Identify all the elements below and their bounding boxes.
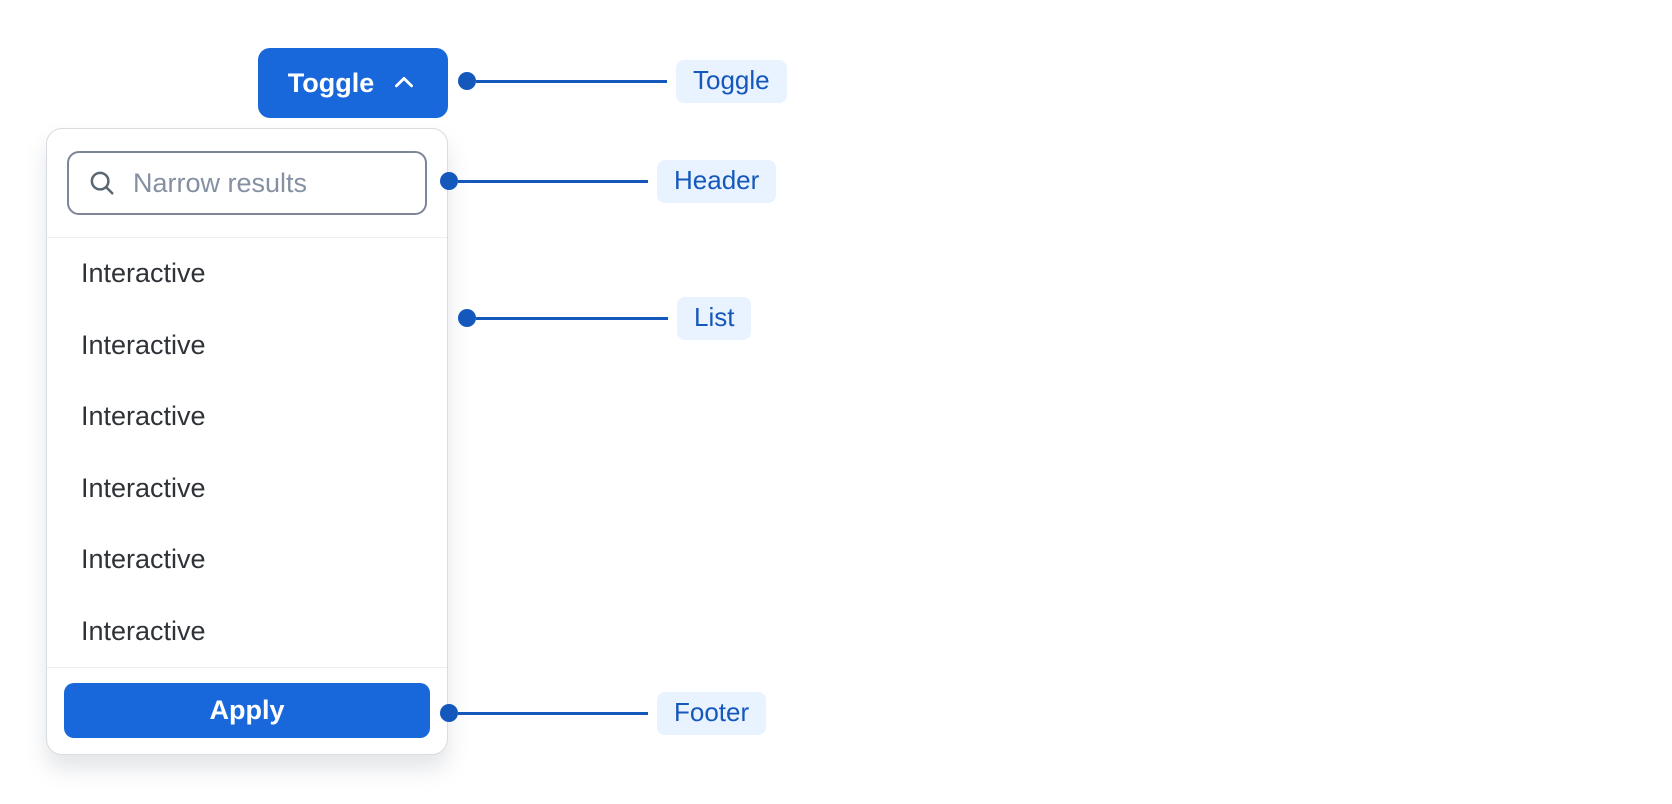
annotation-label-toggle: Toggle bbox=[676, 59, 787, 103]
search-input[interactable] bbox=[131, 166, 407, 200]
annotation-label-list: List bbox=[677, 296, 752, 340]
dropdown-panel: Interactive Interactive Interactive Inte… bbox=[46, 128, 448, 755]
connector-line bbox=[476, 316, 668, 320]
toggle-button[interactable]: Toggle bbox=[258, 48, 448, 118]
apply-button[interactable]: Apply bbox=[64, 683, 430, 738]
header-divider bbox=[47, 237, 447, 238]
dropdown-header bbox=[47, 129, 447, 237]
list-item[interactable]: Interactive bbox=[81, 401, 206, 432]
connector-dot bbox=[440, 172, 458, 190]
list-item[interactable]: Interactive bbox=[81, 544, 206, 575]
list-item[interactable]: Interactive bbox=[81, 472, 206, 503]
search-icon bbox=[87, 168, 117, 198]
annotation-label-footer: Footer bbox=[657, 691, 767, 735]
annotation-list: List bbox=[458, 296, 752, 340]
annotation-footer: Footer bbox=[440, 691, 767, 735]
connector-line bbox=[458, 711, 648, 715]
list-item[interactable]: Interactive bbox=[81, 258, 206, 289]
annotation-header: Header bbox=[440, 159, 777, 203]
footer-divider bbox=[47, 667, 447, 668]
search-field[interactable] bbox=[67, 151, 427, 215]
connector-dot bbox=[440, 704, 458, 722]
connector-line bbox=[458, 179, 648, 183]
list-item[interactable]: Interactive bbox=[81, 615, 206, 646]
annotation-label-header: Header bbox=[657, 159, 777, 203]
toggle-button-label: Toggle bbox=[287, 67, 375, 98]
annotation-toggle: Toggle bbox=[458, 59, 787, 103]
connector-dot bbox=[458, 309, 476, 327]
connector-line bbox=[476, 79, 667, 83]
list-item[interactable]: Interactive bbox=[81, 329, 206, 360]
dropdown-footer: Apply bbox=[47, 668, 447, 754]
chevron-up-icon bbox=[390, 69, 418, 97]
dropdown-list: Interactive Interactive Interactive Inte… bbox=[47, 238, 447, 667]
connector-dot bbox=[458, 72, 476, 90]
